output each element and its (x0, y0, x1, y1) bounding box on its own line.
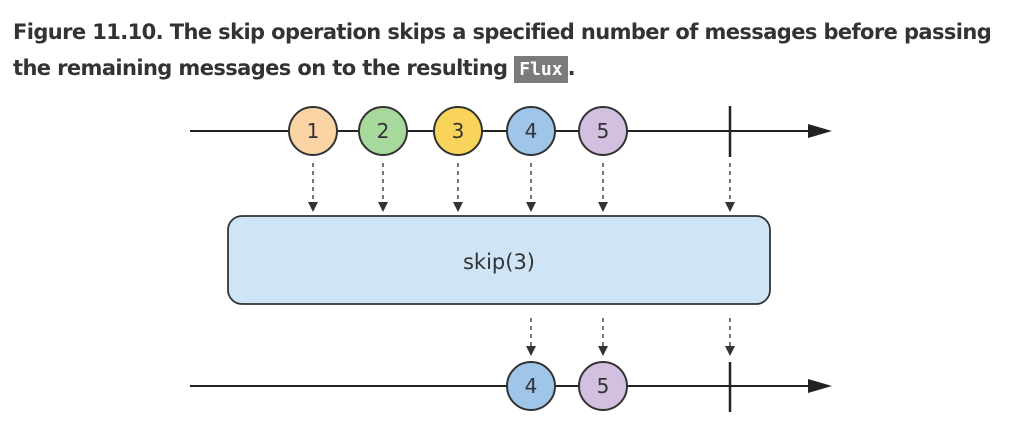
input-marble-1: 1 (288, 106, 338, 156)
input-arrows (312, 163, 731, 202)
operator-box (227, 215, 771, 305)
figure-caption: Figure 11.10. The skip operation skips a… (13, 14, 1013, 88)
output-marble-4: 4 (506, 361, 556, 411)
output-arrowheads (526, 346, 735, 356)
output-timeline-arrowhead (808, 379, 832, 393)
caption-code: Flux (514, 56, 568, 83)
operator-label: skip(3) (463, 250, 535, 274)
marble-label: 5 (597, 119, 610, 143)
input-arrowheads (308, 202, 735, 212)
input-marble-2: 2 (358, 106, 408, 156)
marble-label: 1 (307, 119, 320, 143)
caption-text: Figure 11.10. The skip operation skips a… (13, 20, 992, 80)
input-marble-4: 4 (506, 106, 556, 156)
output-arrows (530, 318, 731, 346)
input-marble-5: 5 (578, 106, 628, 156)
marble-label: 4 (525, 374, 538, 398)
input-marble-3: 3 (433, 106, 483, 156)
output-marble-5: 5 (578, 361, 628, 411)
marble-label: 2 (377, 119, 390, 143)
marble-label: 3 (452, 119, 465, 143)
marble-label: 4 (525, 119, 538, 143)
input-timeline-arrowhead (808, 124, 832, 138)
caption-suffix: . (567, 56, 576, 80)
marble-label: 5 (597, 374, 610, 398)
